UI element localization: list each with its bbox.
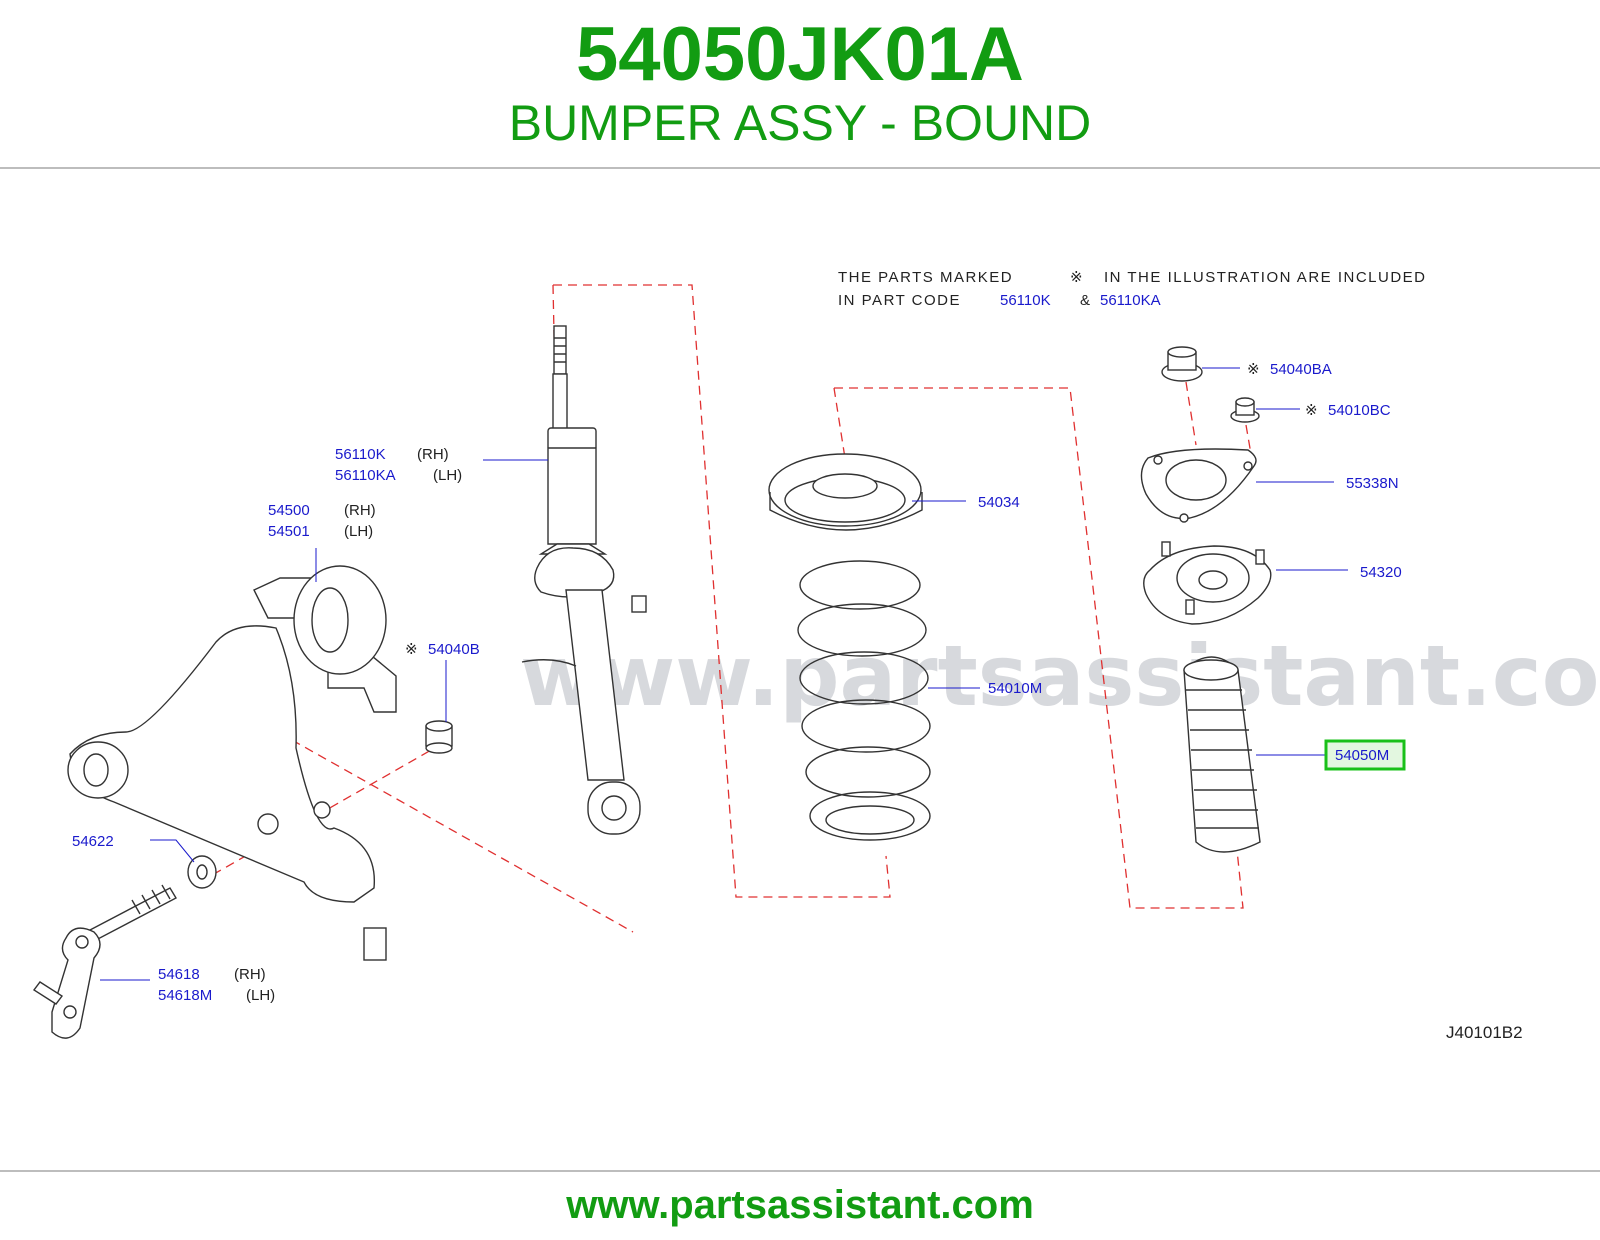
label-54040ba-mark: ※	[1247, 361, 1260, 378]
note-line2-start: IN PART CODE	[838, 292, 961, 309]
label-54034[interactable]: 54034	[978, 494, 1020, 511]
label-54622[interactable]: 54622	[72, 833, 114, 850]
label-56110k[interactable]: 56110K	[335, 446, 386, 463]
note-line1-start: THE PARTS MARKED	[838, 269, 1013, 286]
label-54501-side: (LH)	[344, 523, 373, 540]
diagram-code: J40101B2	[1446, 1023, 1523, 1042]
coil-spring-drawing	[797, 560, 931, 841]
footer-divider	[0, 1170, 1600, 1172]
part-number-title: 54050JK01A	[576, 12, 1024, 97]
note-code-56110k[interactable]: 56110K	[1000, 292, 1051, 309]
highlight-box-54050m	[1324, 739, 1406, 771]
footer-url[interactable]: www.partsassistant.com	[566, 1183, 1034, 1227]
label-54010bc-mark: ※	[1305, 402, 1318, 419]
washer-drawing	[187, 855, 217, 889]
label-54040ba[interactable]: 54040BA	[1270, 361, 1332, 378]
label-54010m[interactable]: 54010M	[988, 680, 1042, 697]
watermark-text: www.partsassistant.com	[520, 627, 1600, 725]
label-54618[interactable]: 54618	[158, 966, 200, 983]
header-divider	[0, 167, 1600, 169]
lower-control-arm-drawing	[67, 565, 397, 961]
flange-nut-drawing	[1230, 397, 1260, 423]
label-56110k-side: (RH)	[417, 446, 449, 463]
label-54500-side: (RH)	[344, 502, 376, 519]
label-56110ka-side: (LH)	[433, 467, 462, 484]
stabilizer-link-drawing	[32, 884, 177, 1039]
label-54618-side: (RH)	[234, 966, 266, 983]
lock-nut-drawing	[1161, 346, 1203, 382]
part-name-subtitle: BUMPER ASSY - BOUND	[508, 95, 1092, 151]
spring-seat-drawing	[768, 453, 923, 531]
arm-nut-drawing	[425, 720, 453, 754]
note-mark: ※	[1070, 269, 1084, 286]
label-54320[interactable]: 54320	[1360, 564, 1402, 581]
label-54618m[interactable]: 54618M	[158, 987, 212, 1004]
callout-labels: 56110K (RH) 56110KA (LH) 54500 (RH) 5450…	[72, 361, 1406, 1004]
label-54010bc[interactable]: 54010BC	[1328, 402, 1391, 419]
note-code-56110ka[interactable]: 56110KA	[1100, 292, 1161, 309]
label-54618m-side: (LH)	[246, 987, 275, 1004]
note-ampersand: &	[1080, 292, 1092, 309]
label-54050m-highlighted[interactable]: 54050M	[1335, 747, 1389, 764]
label-54040b-mark: ※	[405, 641, 418, 658]
parts-note: THE PARTS MARKED ※ IN THE ILLUSTRATION A…	[838, 269, 1427, 309]
parts-diagram: www.partsassistant.com THE PARTS MARKED …	[32, 269, 1600, 1042]
label-56110ka[interactable]: 56110KA	[335, 467, 396, 484]
leader-lines	[100, 367, 1348, 981]
shock-absorber-drawing	[521, 325, 647, 835]
mounting-plate-drawing	[1140, 448, 1257, 523]
label-54501[interactable]: 54501	[268, 523, 310, 540]
bump-stop-bellows-drawing	[1183, 656, 1261, 853]
page-header: 54050JK01A BUMPER ASSY - BOUND	[0, 0, 1600, 168]
label-54040b[interactable]: 54040B	[428, 641, 480, 658]
label-55338n[interactable]: 55338N	[1346, 475, 1399, 492]
strut-mount-drawing	[1143, 541, 1272, 625]
note-line1-end: IN THE ILLUSTRATION ARE INCLUDED	[1104, 269, 1427, 286]
label-54500[interactable]: 54500	[268, 502, 310, 519]
